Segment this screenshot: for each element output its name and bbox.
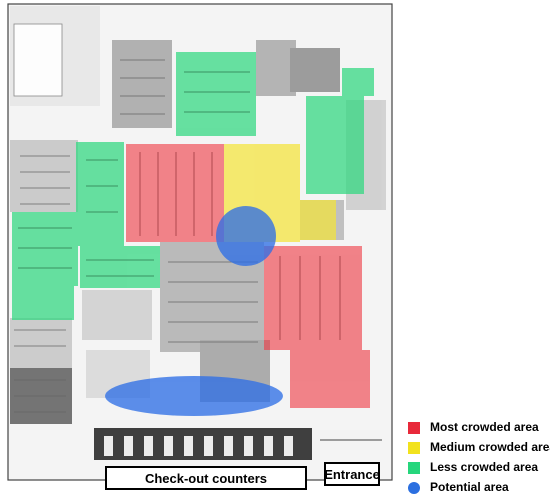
map-legend: Most crowded area Medium crowded area Le… [408,419,550,499]
potential-area [105,376,283,416]
legend-label: Less crowded area [430,460,539,474]
most-crowded-zone [126,144,224,242]
less-crowded-zone [76,142,124,246]
less-crowded-zone [12,212,78,286]
shelf-block [13,23,63,97]
medium-crowded-zone [296,200,336,240]
yellow-square-icon [408,442,420,454]
shelf-lines [14,59,258,413]
shelf-block [256,40,296,96]
legend-item-most-crowded: Most crowded area [408,419,550,439]
legend-item-potential: Potential area [408,479,550,499]
checkout-counters-label: Check-out counters [105,466,307,490]
red-square-icon [408,422,420,434]
legend-label: Medium crowded area [430,440,550,454]
most-crowded-zone [290,350,370,408]
less-crowded-zones [12,52,374,320]
less-crowded-zone [342,68,374,96]
green-square-icon [408,462,420,474]
less-crowded-zone [12,286,74,320]
potential-area [216,206,276,266]
blue-circle-icon [408,482,420,494]
shelf-block [290,48,340,92]
shelf-block [112,40,172,128]
checkout-counter-units [104,436,293,456]
legend-label: Potential area [430,480,509,494]
red-zone-details [139,152,341,340]
shelf-block [10,140,78,212]
less-crowded-zone [176,52,256,136]
legend-item-less-crowded: Less crowded area [408,459,550,479]
shelf-block [10,318,72,368]
shelf-block [82,290,152,340]
zone-shelf-details [18,71,250,277]
less-crowded-zone [306,96,364,194]
potential-areas [105,206,283,416]
entrance-label: Entrance [324,462,380,486]
legend-item-medium-crowded: Medium crowded area [408,439,550,459]
most-crowded-zone [264,246,362,350]
legend-label: Most crowded area [430,420,539,434]
shelving-layer [10,6,386,424]
less-crowded-zone [80,246,160,288]
